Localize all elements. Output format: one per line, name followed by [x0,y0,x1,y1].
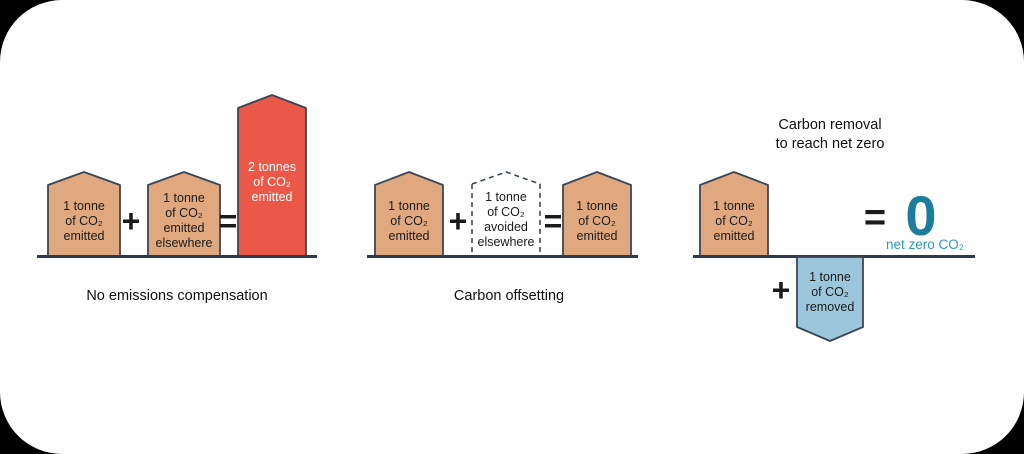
block-emitted-1: 1 tonne of CO₂ emitted [47,171,121,258]
block-emitted-2: 1 tonne of CO₂ emitted [374,171,444,258]
block-label: 1 tonne of CO₂ removed [805,269,855,314]
block-2-tonnes-emitted: 2 tonnes of CO₂ emitted [237,94,307,258]
block-emitted-elsewhere: 1 tonne of CO₂ emitted elsewhere [147,171,221,258]
panel-caption-offsetting: Carbon offsetting [453,288,565,304]
block-label: 1 tonne of CO₂ emitted [63,198,105,243]
block-emitted-4: 1 tonne of CO₂ emitted [699,171,769,258]
pentagon-shape [374,171,444,258]
block-label: 2 tonnes of CO₂ emitted [248,160,296,204]
net-zero-value: 0 [905,184,937,247]
ground-line-left [37,255,317,258]
equals-operator: = [543,202,563,239]
block-label: 1 tonne of CO₂ emitted elsewhere [155,191,213,250]
block-removed: 1 tonne of CO₂ removed [796,256,864,342]
dashed-pentagon-shape [471,171,541,257]
plus-operator: + [121,202,141,239]
block-label: 1 tonne of CO₂ emitted [576,198,618,243]
pentagon-shape [699,171,769,258]
pentagon-shape-tall [237,94,307,258]
plus-operator: + [771,271,791,308]
ground-line-middle [367,255,638,258]
pentagon-shape [47,171,121,258]
plus-operator: + [448,202,468,239]
pentagon-shape [147,171,221,258]
panel-caption-no-compensation: No emissions compensation [86,288,268,304]
equals-operator: = [218,202,238,239]
net-zero-label: net zero CO₂ [885,237,965,252]
block-emitted-3: 1 tonne of CO₂ emitted [562,171,632,258]
panel-title-carbon-removal: Carbon removal to reach net zero [775,117,885,152]
pentagon-shape [562,171,632,258]
inverted-pentagon-shape [796,256,864,342]
block-avoided-elsewhere-dashed: 1 tonne of CO₂ avoided elsewhere [471,171,541,257]
equals-operator: = [863,196,887,239]
block-label: 1 tonne of CO₂ avoided elsewhere [477,190,535,249]
block-label: 1 tonne of CO₂ emitted [713,198,755,243]
block-label: 1 tonne of CO₂ emitted [388,198,430,243]
